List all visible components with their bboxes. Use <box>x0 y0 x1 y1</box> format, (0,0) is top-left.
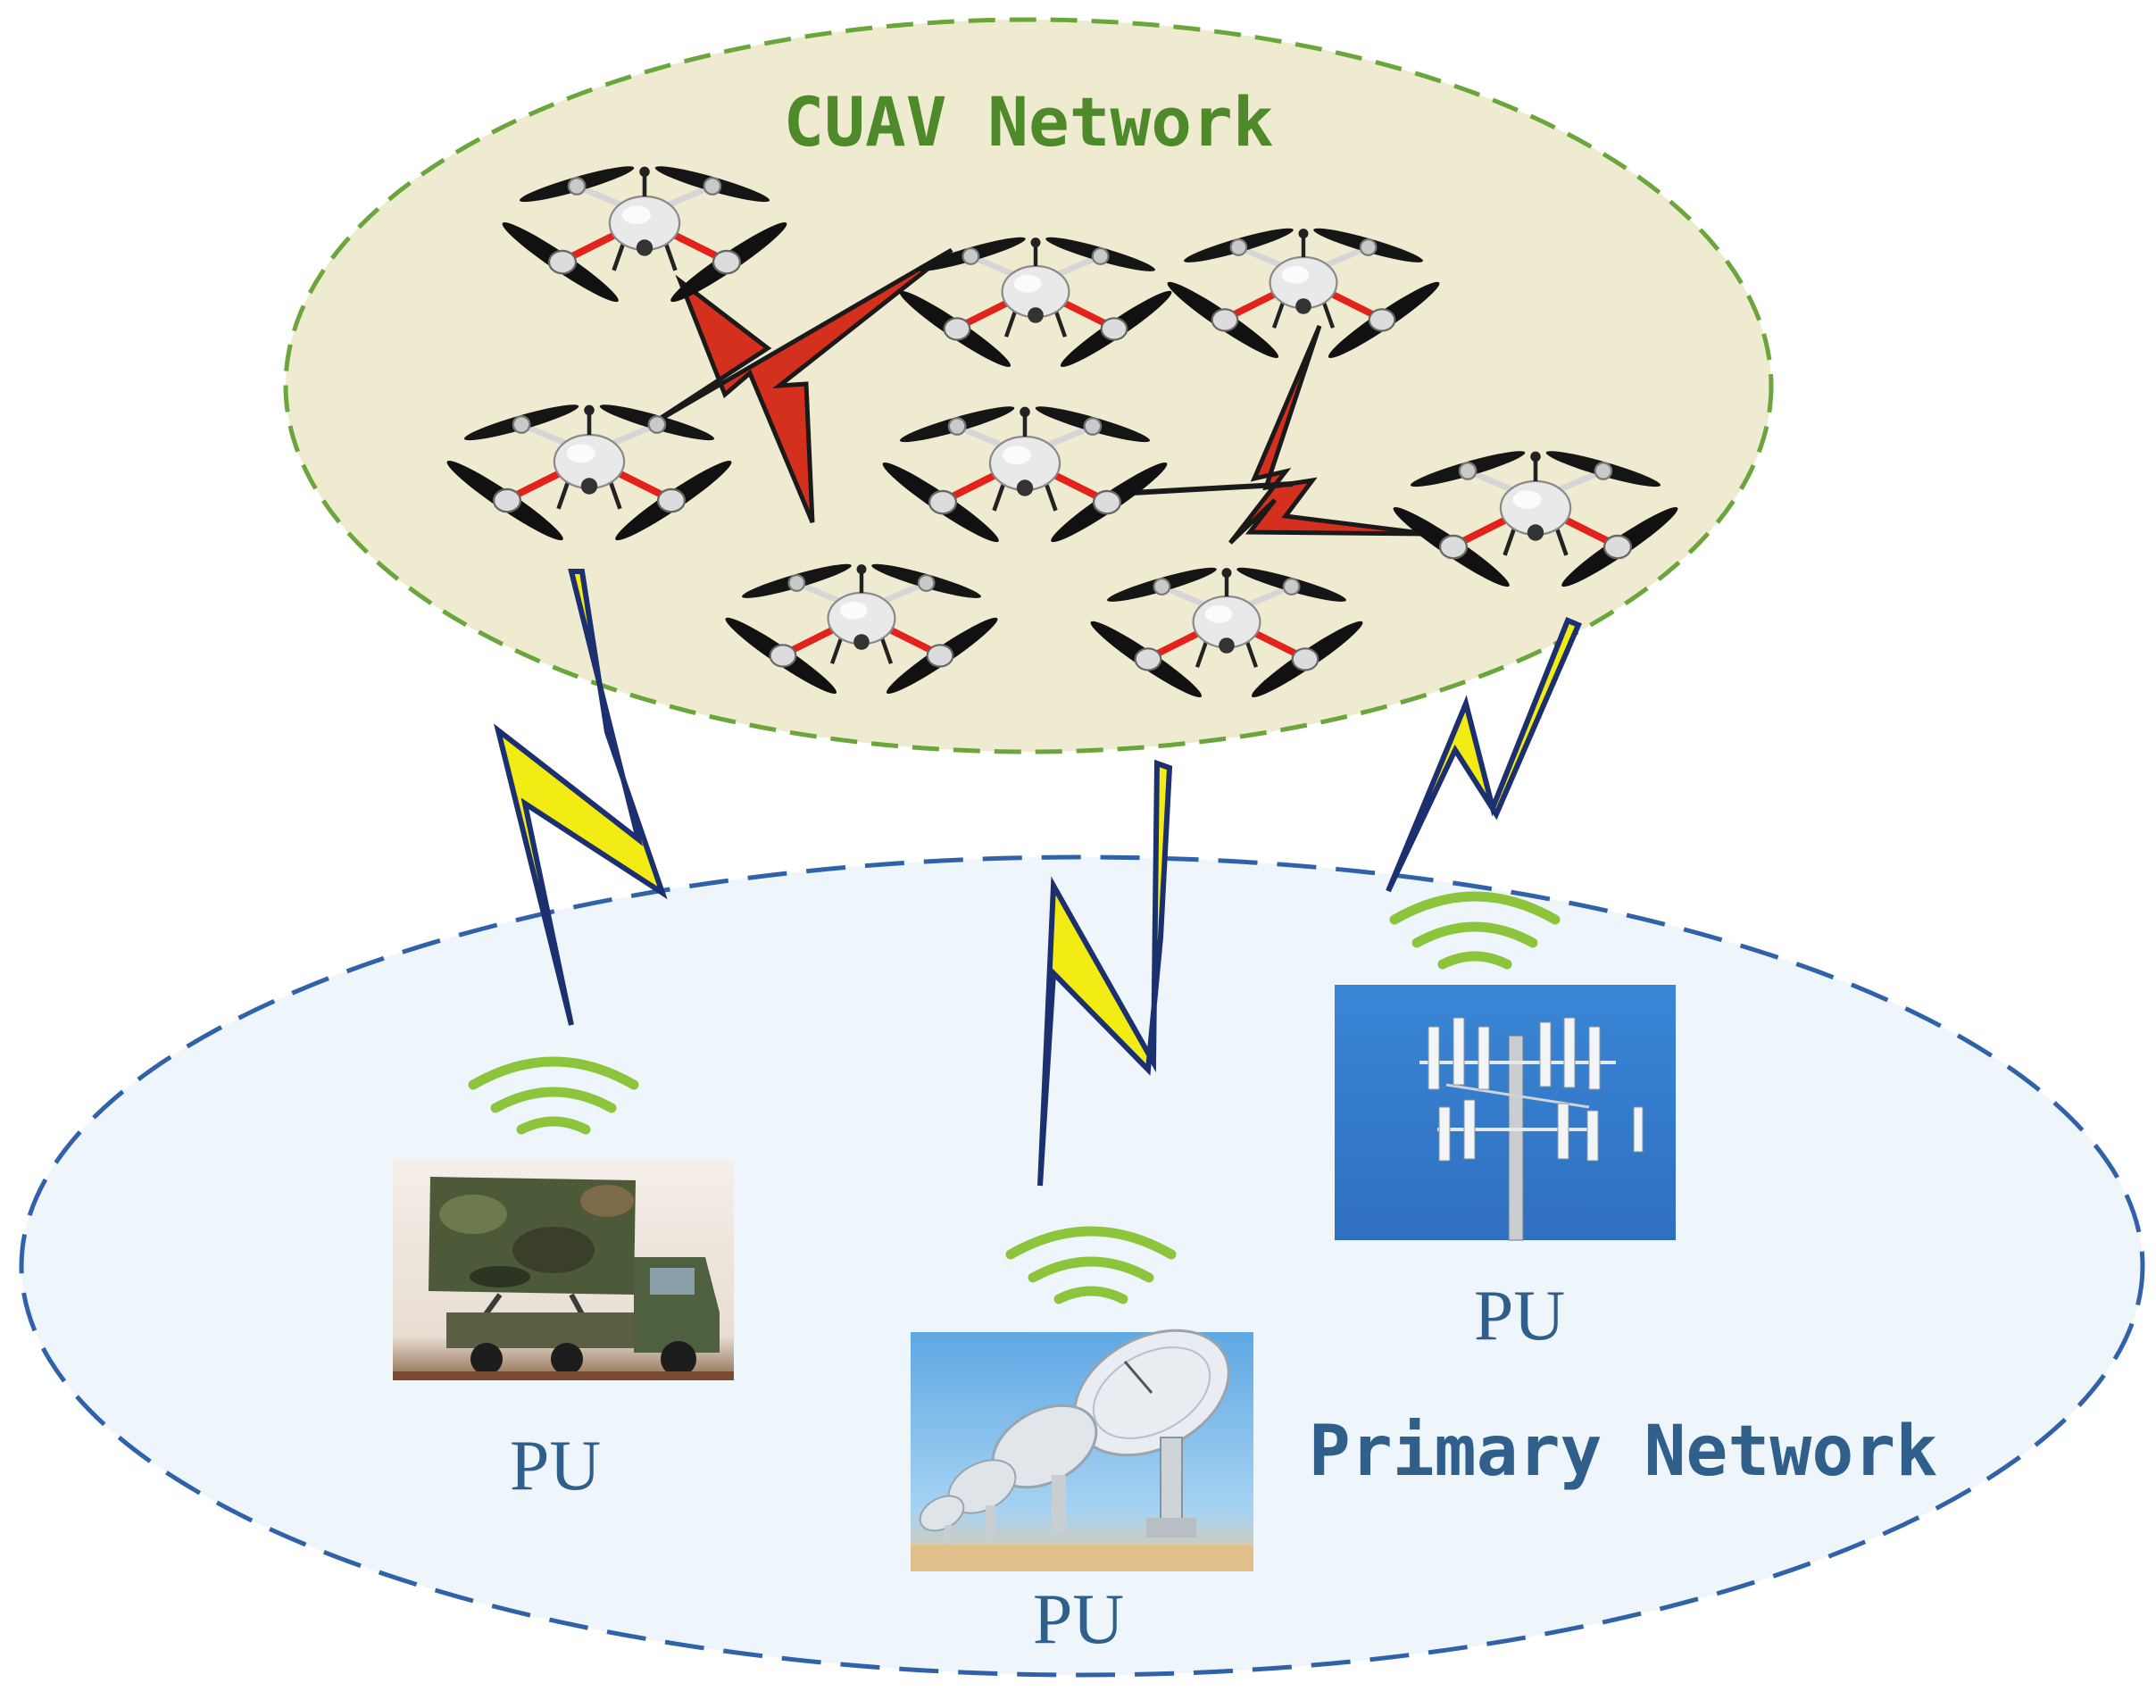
pu-link-radar <box>493 569 668 1026</box>
pu-label-radar: PU <box>510 1427 601 1505</box>
pu-label-dish: PU <box>1033 1580 1124 1659</box>
satellite-dishes-image <box>911 1329 1253 1571</box>
pu-link-dish <box>1037 759 1173 1187</box>
pu-link-tower <box>1386 617 1582 893</box>
uav-link-left <box>645 247 953 523</box>
cell-tower-image <box>1335 985 1676 1241</box>
primary-network-title: Primary Network <box>1309 1412 1937 1492</box>
cuav-network-title: CUAV Network <box>783 82 1273 162</box>
pu-label-tower: PU <box>1474 1277 1565 1355</box>
radar-truck-image <box>393 1161 734 1380</box>
uav-link-right <box>1131 325 1429 545</box>
